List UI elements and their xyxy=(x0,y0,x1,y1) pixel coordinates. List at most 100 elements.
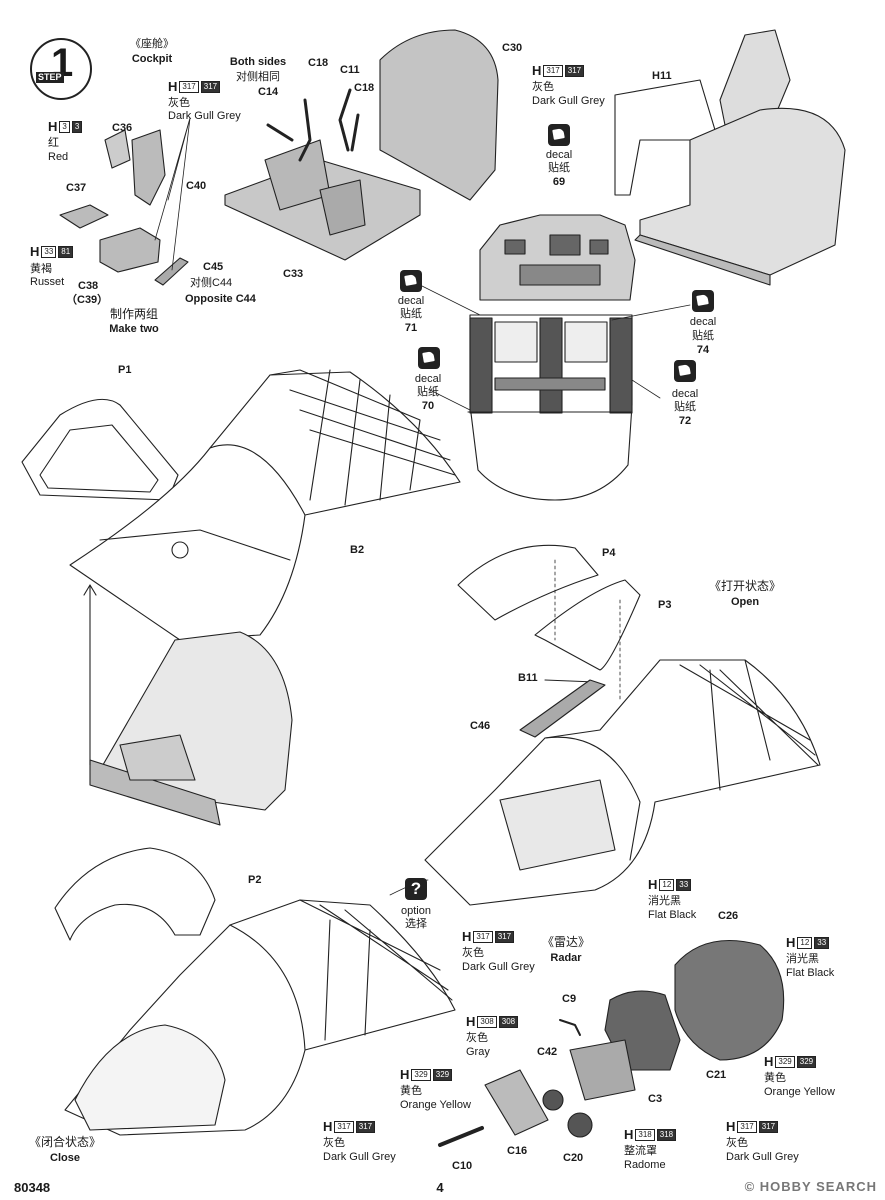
cockpit-title-cn: 《座舱》 xyxy=(130,38,174,50)
assembled-cockpit-left-drawing xyxy=(89,631,293,826)
label-b2: B2 xyxy=(350,544,365,556)
decal-72-icon xyxy=(674,360,696,382)
decal-74-num: 74 xyxy=(696,344,710,356)
paint-orange-1-en: Orange Yellow xyxy=(400,1099,471,1111)
decal-70-num: 70 xyxy=(421,400,435,412)
page-number: 4 xyxy=(436,1180,444,1195)
label-c9: C9 xyxy=(562,993,577,1005)
paint-gull-radar-en: Dark Gull Grey xyxy=(462,961,535,973)
paint-russet-cn: 黄褐 xyxy=(30,263,52,275)
decal-71-cn: 贴纸 xyxy=(400,308,422,320)
part-c45-drawing xyxy=(154,257,189,286)
paint-radome-cn: 整流罩 xyxy=(624,1145,657,1157)
decal-74-icon xyxy=(692,290,714,312)
label-c45: C45 xyxy=(203,261,224,273)
label-p3: P3 xyxy=(658,599,672,611)
decal-71-en: decal xyxy=(397,295,425,307)
part-c46-drawing xyxy=(519,679,606,738)
label-c20: C20 xyxy=(563,1152,584,1164)
label-c26: C26 xyxy=(718,910,739,922)
decal-69-cn: 贴纸 xyxy=(548,162,570,174)
paint-gull-cockpit-cn: 灰色 xyxy=(168,97,190,109)
make-two-cn: 制作两组 xyxy=(109,307,159,321)
label-c11: C11 xyxy=(340,64,360,76)
label-c40: C40 xyxy=(186,180,207,192)
decal-70-icon xyxy=(418,347,440,369)
part-c30-drawing xyxy=(379,29,499,201)
paint-gull-c30-en: Dark Gull Grey xyxy=(532,95,605,107)
part-p1-drawing xyxy=(21,398,179,501)
watermark: © HOBBY SEARCH xyxy=(744,1179,877,1194)
label-c14: C14 xyxy=(258,86,279,98)
paint-gull-br-en: Dark Gull Grey xyxy=(726,1151,799,1163)
label-b11: B11 xyxy=(518,672,538,684)
paint-radome-en: Radome xyxy=(624,1159,666,1171)
radar-title-en: Radar xyxy=(550,952,582,964)
decal-69-num: 69 xyxy=(552,176,566,188)
paint-red-cn: 红 xyxy=(48,137,59,149)
decal-74-en: decal xyxy=(689,316,717,328)
panel-lower-drawing xyxy=(467,314,633,501)
decal-72-cn: 贴纸 xyxy=(674,401,696,413)
decal-69-icon xyxy=(548,124,570,146)
opposite-cn: 对侧C44 xyxy=(190,277,233,289)
part-p3-drawing xyxy=(534,579,641,671)
label-c16: C16 xyxy=(507,1145,528,1157)
step-badge: 1 STEP xyxy=(30,38,92,100)
part-p4-drawing xyxy=(457,544,599,621)
paint-gull-br-cn: 灰色 xyxy=(726,1137,748,1149)
both-sides-en: Both sides xyxy=(229,56,287,68)
radar-title-cn: 《雷达》 xyxy=(541,935,591,949)
assembled-open-fuselage-drawing xyxy=(424,659,821,906)
label-c18-right: C18 xyxy=(354,82,375,94)
decal-71-icon xyxy=(400,270,422,292)
label-c38: C38 xyxy=(78,280,99,292)
decal-74-cn: 贴纸 xyxy=(692,330,714,342)
decal-72-num: 72 xyxy=(678,415,692,427)
decal-72-en: decal xyxy=(671,388,699,400)
instrument-panel-drawing xyxy=(479,214,636,301)
label-c18-left: C18 xyxy=(308,57,329,69)
paint-gull-c10-cn: 灰色 xyxy=(323,1137,345,1149)
paint-orange-1-cn: 黄色 xyxy=(400,1085,422,1097)
paint-flat-black-2-en: Flat Black xyxy=(786,967,835,979)
paint-gull-c10-en: Dark Gull Grey xyxy=(323,1151,396,1163)
paint-red-en: Red xyxy=(48,151,69,163)
label-p1: P1 xyxy=(118,364,132,376)
step-word: STEP xyxy=(36,72,64,83)
label-c33: C33 xyxy=(283,268,304,280)
assembled-closed-fuselage-drawing xyxy=(64,899,456,1136)
part-c37-drawing xyxy=(59,204,109,229)
assembled-cockpit-drawing xyxy=(614,29,846,286)
part-c33-drawing xyxy=(224,139,421,261)
kit-number: 80348 xyxy=(14,1180,51,1195)
label-c10: C10 xyxy=(452,1160,473,1172)
label-c36: C36 xyxy=(112,122,133,134)
label-c3: C3 xyxy=(648,1093,663,1105)
paint-gray-cn: 灰色 xyxy=(466,1032,488,1044)
label-c39: （C39） xyxy=(66,294,109,306)
close-title-en: Close xyxy=(50,1152,80,1164)
label-c30: C30 xyxy=(502,42,523,54)
decal-70-en: decal xyxy=(414,373,442,385)
label-c46: C46 xyxy=(470,720,491,732)
paint-orange-2-en: Orange Yellow xyxy=(764,1086,835,1098)
part-b11-drawing xyxy=(544,679,596,683)
paint-russet-en: Russet xyxy=(30,276,65,288)
paint-gull-radar-cn: 灰色 xyxy=(462,947,484,959)
option-question-icon: ? xyxy=(405,878,427,900)
option-cn: 选择 xyxy=(405,918,427,930)
